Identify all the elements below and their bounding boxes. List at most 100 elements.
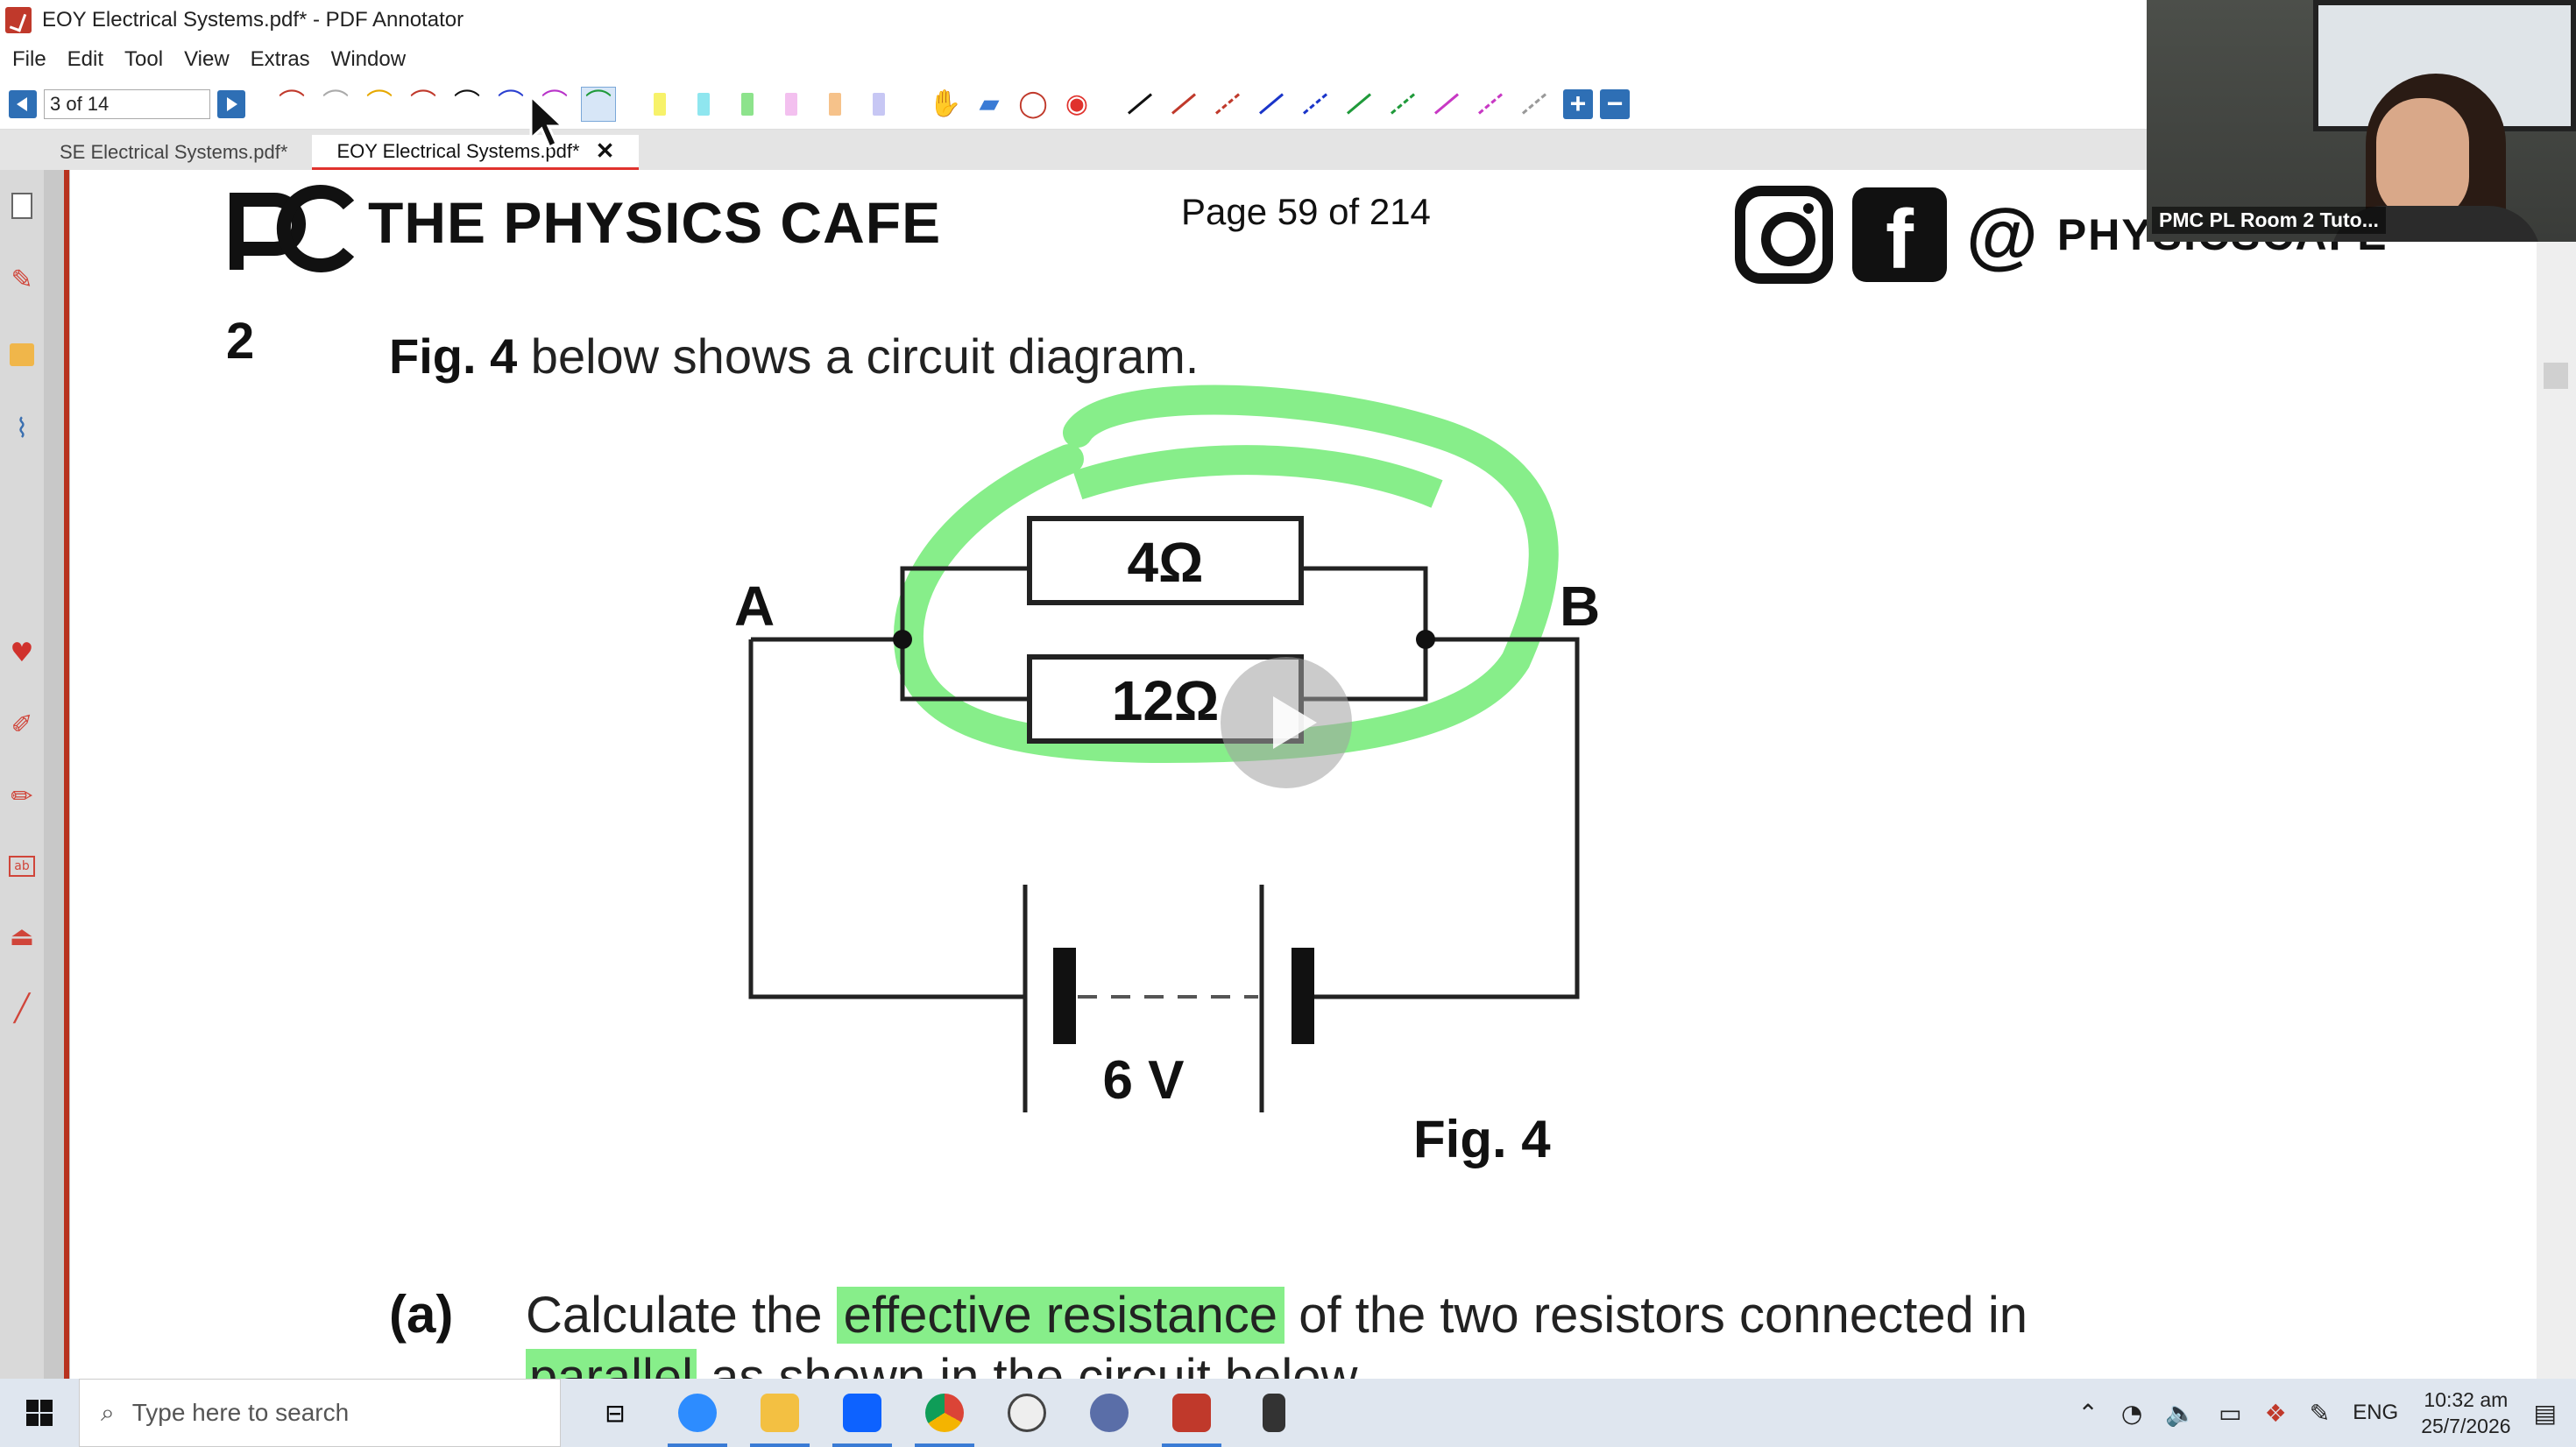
circuit-wires (748, 566, 1580, 999)
language-indicator[interactable]: ENG (2353, 1401, 2399, 1424)
stamp-icon[interactable]: ⏏ (9, 921, 35, 952)
battery-plate-short-right (1292, 948, 1314, 1044)
line-tool-icon[interactable] (1429, 87, 1464, 122)
chevron-up-icon[interactable]: ⌃ (2077, 1398, 2098, 1428)
node-a-label: A (734, 575, 775, 638)
line-tool-icon[interactable] (1473, 87, 1508, 122)
part-a-text-end: of the two resistors connected in (1284, 1287, 2028, 1344)
blank-page-icon[interactable] (7, 191, 37, 221)
eraser-icon[interactable]: ▰ (979, 88, 1000, 119)
highlighter-tool-icon[interactable] (774, 87, 809, 122)
menu-edit[interactable]: Edit (67, 47, 104, 71)
pdf-annotator-taskbar-icon[interactable] (1155, 1379, 1228, 1447)
line-stroke-icon (1215, 93, 1240, 115)
highlighter-tool-icon[interactable] (686, 87, 721, 122)
pen-stroke-icon: ⌒ (498, 88, 524, 119)
hand-tool-icon[interactable]: ✋ (929, 88, 962, 119)
pen-tool-icon[interactable]: ⌒ (274, 87, 309, 122)
tab-eoy-electrical-systems[interactable]: EOY Electrical Systems.pdf* ✕ (312, 135, 640, 170)
highlighter-tool-icon[interactable] (730, 87, 765, 122)
dropbox-tray-icon[interactable]: ❖ (2264, 1398, 2287, 1428)
lasso-icon[interactable]: ◯ (1018, 88, 1048, 119)
pencil-icon[interactable]: ✎ (11, 264, 33, 295)
chrome-icon[interactable] (908, 1379, 981, 1447)
favorite-heart-icon[interactable]: ♥ (10, 637, 34, 668)
video-play-button[interactable] (1221, 657, 1352, 788)
physics-cafe-logo (230, 185, 355, 272)
line-tool-icon[interactable] (1341, 87, 1376, 122)
line-tool-icon[interactable] (1166, 87, 1201, 122)
menu-tool[interactable]: Tool (124, 47, 164, 71)
line-tool-icon[interactable] (1122, 87, 1157, 122)
zoom-out-button[interactable]: − (1600, 88, 1630, 119)
tab-se-electrical-systems[interactable]: SE Electrical Systems.pdf* (35, 135, 312, 170)
clock-app-icon[interactable] (990, 1379, 1064, 1447)
mouse-cursor-icon (529, 95, 564, 150)
question-text: Fig. 4 below shows a circuit diagram. (389, 328, 1199, 385)
page-number-field[interactable]: 3 of 14 (44, 88, 210, 119)
line-tool-icon[interactable] (1517, 87, 1552, 122)
pen-tool-icon[interactable]: ⌒ (318, 87, 353, 122)
menu-view[interactable]: View (184, 47, 230, 71)
browser-icon[interactable] (1072, 1379, 1146, 1447)
line-tool-icon[interactable] (1254, 87, 1289, 122)
pen-tool-icon[interactable]: ⌒ (581, 86, 616, 122)
laser-pointer-icon[interactable]: ◉ (1065, 88, 1089, 119)
battery-icon[interactable]: ▭ (2219, 1398, 2242, 1428)
menu-window[interactable]: Window (330, 47, 407, 71)
highlighter-swatch (785, 92, 797, 116)
attachment-icon[interactable]: ⌇ (15, 413, 29, 444)
dropbox-icon[interactable] (825, 1379, 899, 1447)
wifi-icon[interactable]: ◔ (2120, 1398, 2143, 1428)
line-tool-icon[interactable]: ╱ (13, 992, 31, 1024)
vertical-scrollbar[interactable] (2537, 170, 2576, 1379)
previous-page-button[interactable] (9, 89, 37, 118)
line-tool-icon[interactable] (1298, 87, 1333, 122)
calculator-icon[interactable] (1237, 1379, 1311, 1447)
highlighter-swatch (697, 92, 710, 116)
pen-tool-icon[interactable]: ✐ (11, 709, 33, 740)
question-fig-ref: Fig. 4 (389, 328, 518, 384)
battery-voltage-label: 6 V (1102, 1050, 1184, 1111)
menu-file[interactable]: File (12, 47, 46, 71)
highlighter-tool-icon[interactable] (817, 87, 853, 122)
close-tab-icon[interactable]: ✕ (595, 138, 615, 164)
highlighter-tool-icon[interactable] (861, 87, 896, 122)
pen-tool-icon[interactable]: ⌒ (493, 87, 528, 122)
pen-tool-icon[interactable]: ⌒ (406, 87, 441, 122)
search-placeholder: Type here to search (131, 1399, 350, 1426)
clock-time: 10:32 am (2424, 1388, 2509, 1411)
line-tool-icon[interactable] (1385, 87, 1420, 122)
note-icon[interactable] (7, 340, 37, 370)
notification-icon[interactable]: ▤ (2533, 1398, 2557, 1428)
junction-left (893, 630, 912, 649)
file-explorer-icon[interactable] (743, 1379, 817, 1447)
part-a-text-start: Calculate the (526, 1287, 837, 1344)
menu-extras[interactable]: Extras (250, 47, 310, 71)
next-page-button[interactable] (217, 89, 245, 118)
volume-icon[interactable]: 🔈 (2165, 1398, 2197, 1428)
webcam-person-face (2376, 98, 2469, 221)
windows-start-icon[interactable] (0, 1379, 79, 1447)
pen-tools-group: ⌒⌒⌒⌒⌒⌒⌒⌒ (270, 86, 620, 122)
line-stroke-icon (1303, 93, 1327, 115)
part-a-next-line-rest: as shown in the circuit below (697, 1349, 1358, 1379)
pdf-page[interactable]: THE PHYSICS CAFE Page 59 of 214 f @ PHYS… (70, 170, 2537, 1379)
clock[interactable]: 10:32 am 25/7/2026 (2421, 1387, 2510, 1439)
text-box-icon[interactable]: ab (7, 851, 37, 881)
line-tool-icon[interactable] (1210, 87, 1245, 122)
menu-bar: File Edit Tool View Extras Window (0, 40, 2147, 79)
pen-stroke-icon: ⌒ (279, 88, 305, 119)
taskbar-search[interactable]: ⌕ Type here to search (79, 1379, 561, 1447)
highlighter-tool-icon[interactable] (642, 87, 677, 122)
highlighter-icon[interactable]: ✏ (11, 780, 33, 812)
pen-tray-icon[interactable]: ✎ (2309, 1398, 2331, 1428)
highlighted-term-parallel: parallel (526, 1349, 697, 1379)
zoom-in-button[interactable]: + (1563, 88, 1593, 119)
task-view-icon[interactable]: ⊟ (605, 1398, 626, 1428)
zoom-app-icon[interactable] (661, 1379, 734, 1447)
scrollbar-thumb[interactable] (2544, 363, 2568, 389)
pen-tool-icon[interactable]: ⌒ (362, 87, 397, 122)
tab-label: SE Electrical Systems.pdf* (60, 141, 288, 163)
pen-tool-icon[interactable]: ⌒ (449, 87, 485, 122)
